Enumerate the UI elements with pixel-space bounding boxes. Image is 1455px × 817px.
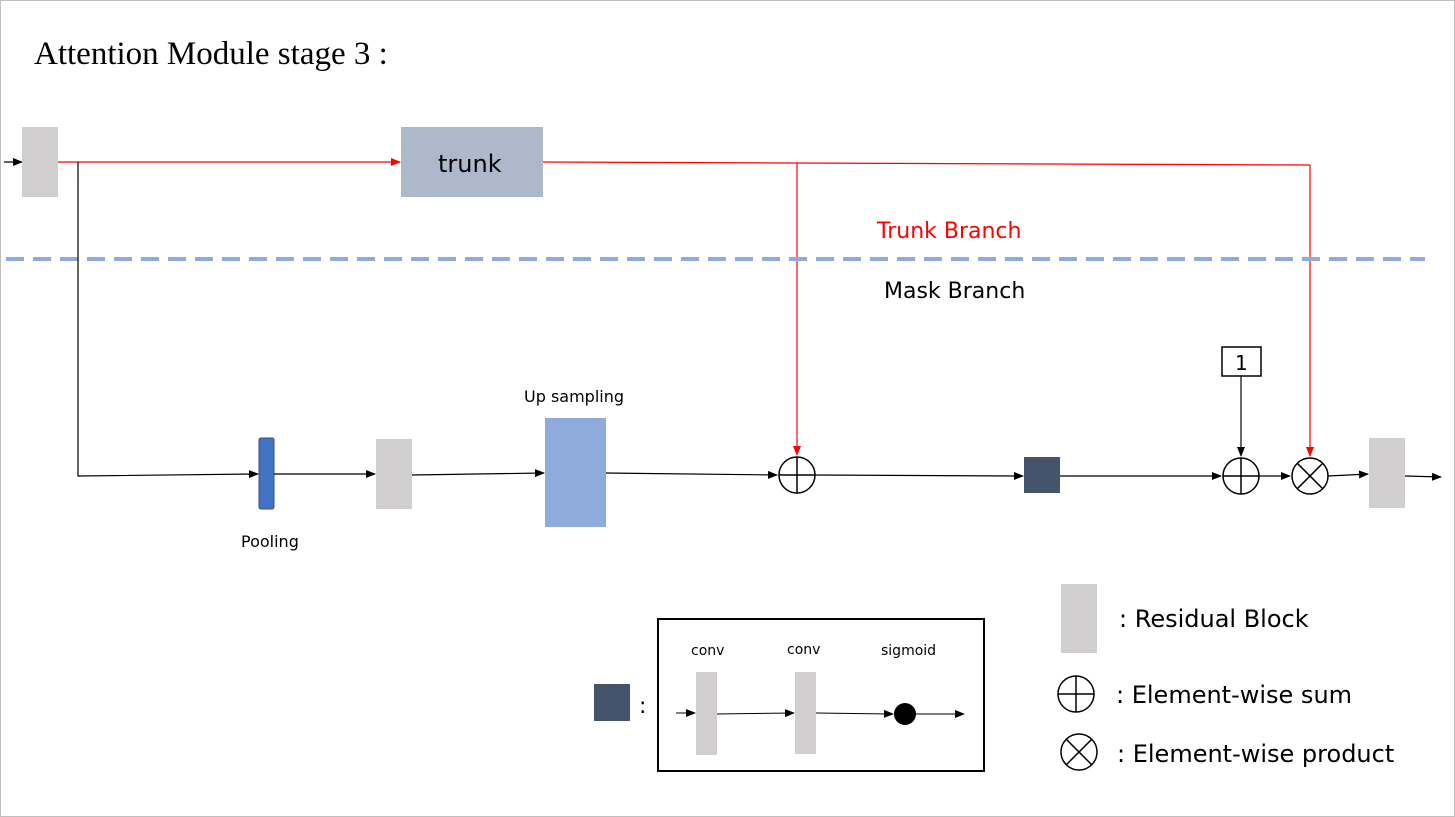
element-wise-sum-icon bbox=[778, 456, 816, 494]
constant-one-box bbox=[1221, 346, 1262, 377]
upsampling-to-sum-arrow bbox=[605, 470, 778, 479]
sigmoid-label: sigmoid bbox=[881, 643, 936, 659]
sigmoid-dot-icon bbox=[894, 703, 916, 725]
mask-residual-block bbox=[376, 439, 412, 509]
conv2-label: conv bbox=[787, 642, 820, 658]
input-residual-block bbox=[22, 127, 58, 197]
legend-product-icon bbox=[1060, 733, 1098, 771]
output-residual-block bbox=[1369, 438, 1405, 508]
legend-residual-swatch bbox=[1061, 584, 1097, 653]
trunk-block bbox=[401, 127, 543, 197]
residual-to-upsampling-arrow bbox=[411, 469, 545, 478]
mask-input-path bbox=[77, 162, 259, 479]
pooling-label: Pooling bbox=[241, 532, 299, 551]
constant-one-label: 1 bbox=[1235, 351, 1248, 375]
page-title: Attention Module stage 3 : bbox=[34, 36, 388, 72]
up-sampling-label: Up sampling bbox=[524, 387, 624, 406]
trunk-output-path bbox=[542, 161, 1311, 166]
detail-conv1-block bbox=[696, 672, 717, 755]
up-sampling-block bbox=[545, 418, 606, 527]
detail-conv2-to-sigmoid-arrow bbox=[815, 709, 894, 718]
product-to-output-arrow bbox=[1327, 470, 1369, 479]
sum-to-mask-block-arrow bbox=[814, 471, 1024, 480]
legend-residual-label: : Residual Block bbox=[1119, 605, 1309, 633]
element-wise-sum-icon bbox=[1222, 457, 1260, 495]
mask-conv-block bbox=[1024, 457, 1060, 493]
conv1-label: conv bbox=[691, 643, 724, 659]
pooling-block bbox=[258, 437, 275, 510]
mask-branch-label: Mask Branch bbox=[884, 279, 1025, 304]
trunk-label: trunk bbox=[438, 150, 502, 178]
detail-conv1-to-conv2-arrow bbox=[716, 709, 795, 718]
legend-sum-label: : Element-wise sum bbox=[1116, 681, 1352, 709]
mask-conv-legend-colon: : bbox=[639, 694, 646, 719]
element-wise-product-icon bbox=[1291, 457, 1329, 495]
output-arrow bbox=[1404, 472, 1442, 481]
mask-conv-legend-swatch bbox=[594, 684, 630, 721]
legend-sum-icon bbox=[1057, 675, 1095, 713]
detail-conv2-block bbox=[795, 672, 816, 754]
legend-product-label: : Element-wise product bbox=[1117, 740, 1394, 768]
trunk-branch-label: Trunk Branch bbox=[876, 219, 1021, 244]
